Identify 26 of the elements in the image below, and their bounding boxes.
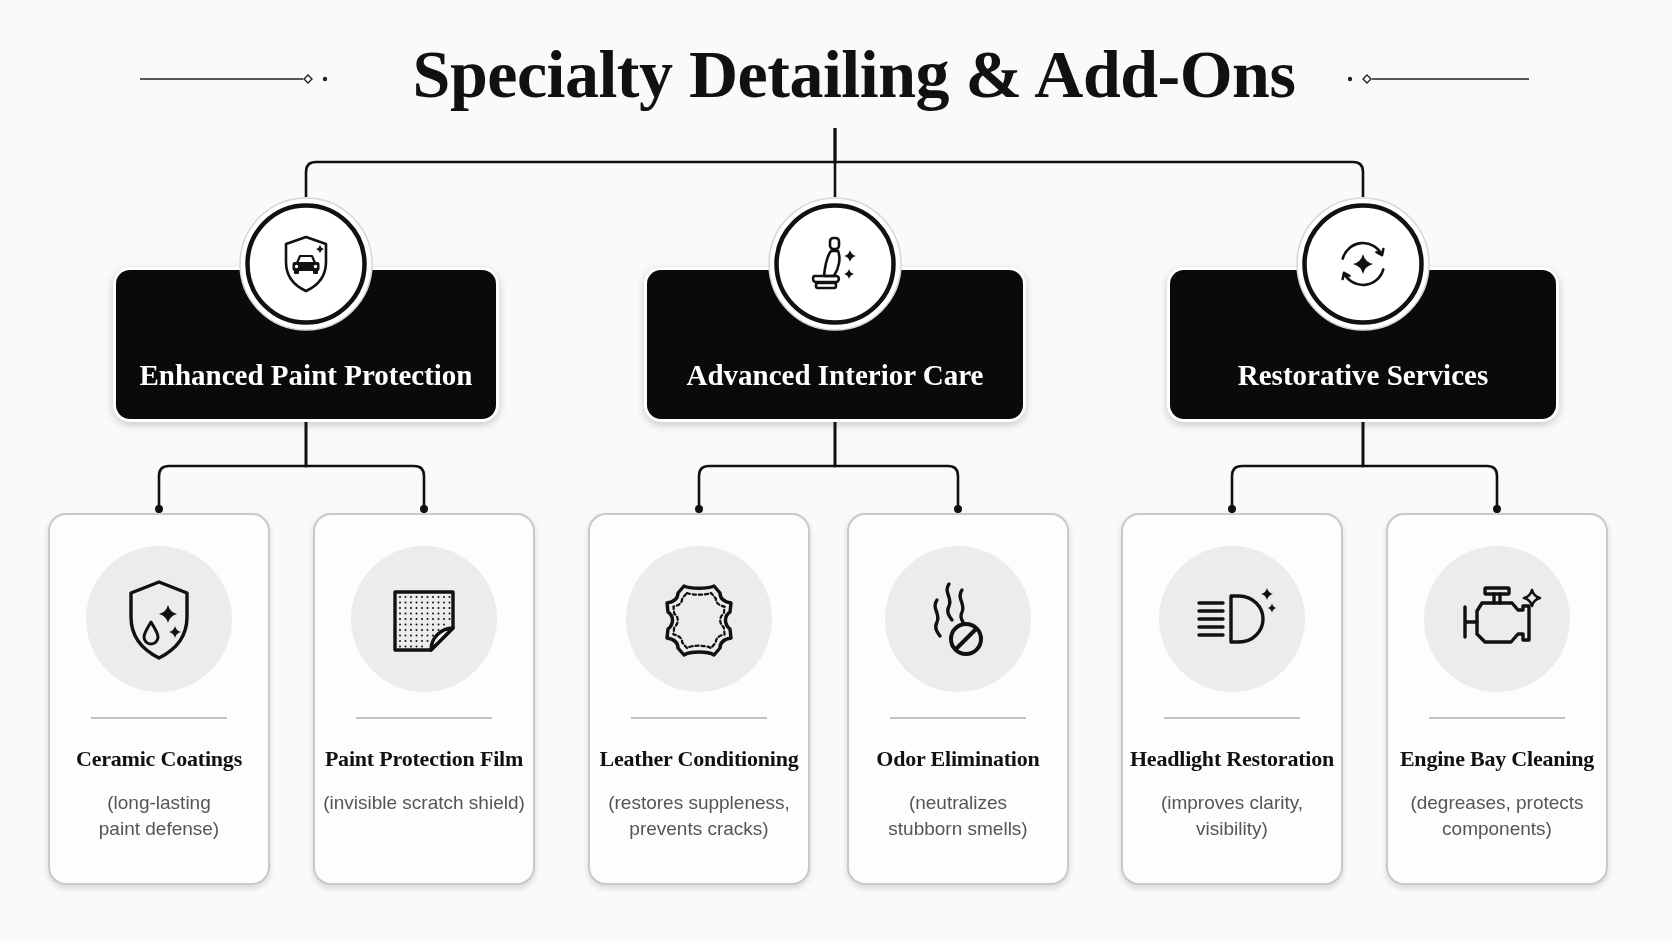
diagram-title: Specialty Detailing & Add-Ons bbox=[412, 35, 1296, 114]
service-description: (restores suppleness, prevents cracks) bbox=[607, 791, 791, 841]
connector-line bbox=[833, 128, 1365, 197]
service-title: Leather Conditioning bbox=[599, 745, 799, 773]
connector-line bbox=[304, 419, 428, 513]
service-description: (degreases, protects components) bbox=[1409, 791, 1585, 841]
service-title: Headlight Restoration bbox=[1129, 745, 1335, 773]
service-card bbox=[313, 513, 535, 885]
service-description: (improves clarity, visibility) bbox=[1159, 791, 1305, 841]
connector-line bbox=[1361, 419, 1501, 513]
service-description: (long-lasting paint defense) bbox=[97, 791, 221, 841]
service-card bbox=[588, 513, 810, 885]
service-card bbox=[48, 513, 270, 885]
service-card bbox=[1121, 513, 1343, 885]
category-title: Restorative Services bbox=[1237, 358, 1489, 392]
service-description: (invisible scratch shield) bbox=[323, 791, 525, 815]
category-title: Advanced Interior Care bbox=[686, 358, 984, 392]
category-title: Enhanced Paint Protection bbox=[139, 358, 473, 392]
service-title: Odor Elimination bbox=[876, 745, 1040, 773]
service-title: Ceramic Coatings bbox=[75, 745, 242, 773]
service-card bbox=[1386, 513, 1608, 885]
connector-line bbox=[833, 419, 962, 513]
service-title: Paint Protection Film bbox=[324, 745, 524, 773]
service-title: Engine Bay Cleaning bbox=[1399, 745, 1595, 773]
service-card bbox=[847, 513, 1069, 885]
service-description: (neutralizes stubborn smells) bbox=[887, 791, 1029, 841]
